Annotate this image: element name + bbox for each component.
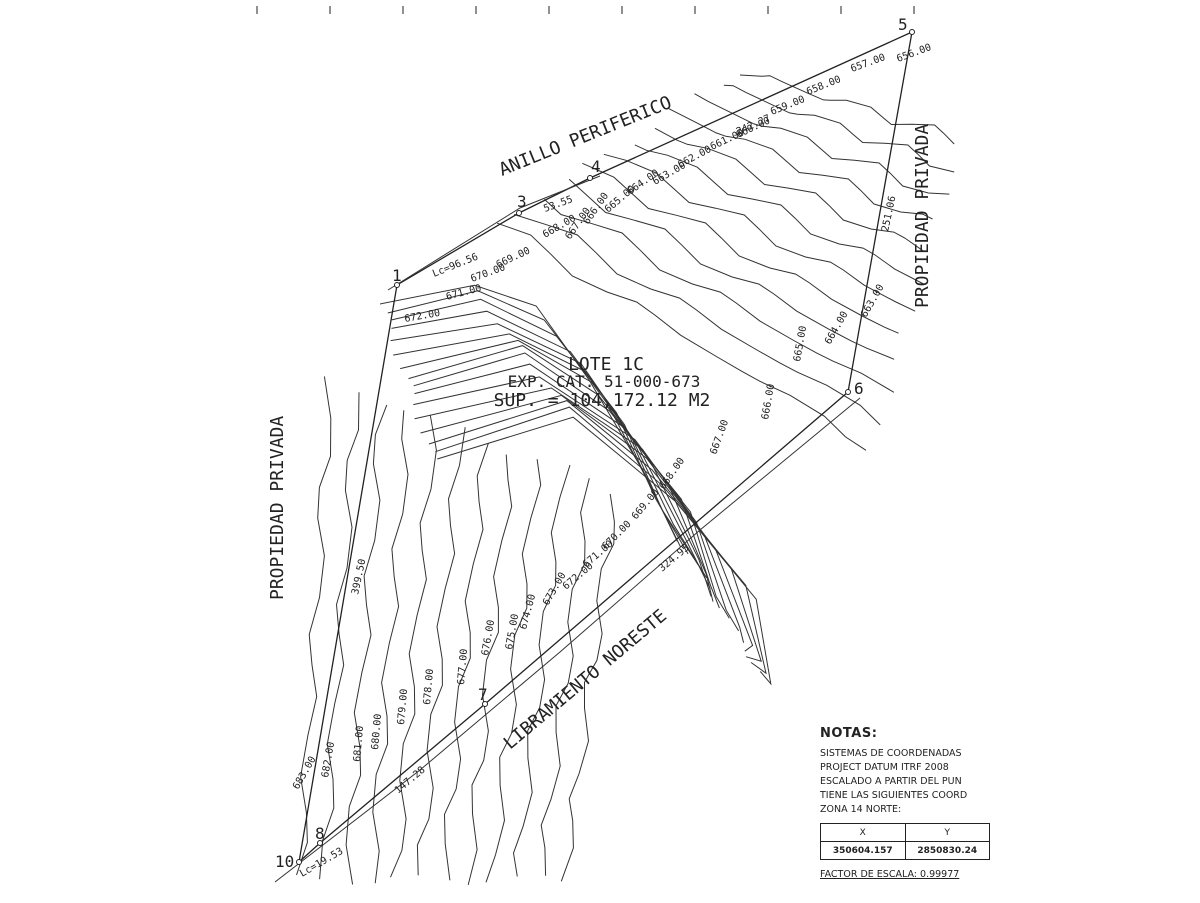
contour-line — [634, 144, 925, 285]
contour-line — [723, 84, 955, 173]
contour-elevation-label: 665.00 — [792, 325, 809, 362]
contour-line — [544, 198, 895, 393]
contour-line — [496, 222, 867, 451]
cadastral-number: EXP. CAT. 51-000-673 — [508, 372, 701, 391]
scale-factor: FACTOR DE ESCALA: 0.99977 — [820, 869, 960, 880]
contour-elevation-label: 676.00 — [480, 619, 497, 656]
coord-header-x: X — [820, 823, 906, 842]
contour-line — [372, 410, 409, 884]
contour-line — [568, 178, 895, 360]
notes-title: NOTAS: — [820, 726, 878, 741]
contour-line — [467, 454, 513, 886]
contour-elevation-label: 678.00 — [422, 668, 436, 705]
contour-elevation-label: 663.00 — [859, 283, 887, 320]
contour-line — [514, 214, 881, 426]
contour-line — [296, 376, 332, 876]
contour-elevation-label: 675.00 — [504, 613, 521, 650]
frame-ticks — [256, 6, 915, 14]
notes-panel: NOTAS: SISTEMAS DE COORDENADAS PROJECT D… — [820, 726, 990, 882]
side-label-west: PROPIEDAD PRIVADA — [267, 416, 288, 600]
contour-lines — [296, 74, 955, 886]
vertex-marker-1 — [394, 282, 400, 288]
vertex-label-1: 1 — [392, 266, 402, 285]
vertex-label-10: 10 — [275, 852, 294, 871]
contour-line — [668, 107, 933, 220]
contour-elevation-label: 657.00 — [849, 52, 887, 75]
contour-line — [654, 127, 924, 252]
contour-line — [437, 416, 772, 686]
contour-line — [485, 459, 542, 883]
contour-line — [443, 443, 489, 881]
contour-line — [540, 478, 590, 876]
vertex-label-5: 5 — [898, 15, 908, 34]
contour-line — [345, 404, 388, 885]
contour-line — [393, 333, 711, 590]
contour-line — [420, 394, 754, 652]
contour-line — [391, 298, 689, 555]
contour-line — [413, 376, 740, 632]
coord-value-y: 2850830.24 — [904, 841, 990, 860]
vertex-marker-10 — [296, 859, 302, 865]
contour-elevation-label: 681.00 — [352, 725, 366, 762]
contour-line — [390, 415, 437, 878]
vertex-marker-6 — [845, 389, 851, 395]
contour-elevation-label: 669.00 — [630, 487, 662, 522]
contour-elevation-label: 666.00 — [760, 383, 777, 420]
vertex-label-3: 3 — [517, 192, 527, 211]
vertex-label-4: 4 — [591, 157, 601, 176]
lot-name: LOTE 1C — [568, 354, 644, 375]
vertex-label-7: 7 — [478, 685, 488, 704]
contour-line — [416, 427, 466, 876]
vertex-marker-4 — [587, 175, 593, 181]
contour-line — [428, 400, 762, 662]
contour-elevation-label: 682.00 — [320, 741, 337, 778]
contour-elevation-label: 670.00 — [469, 262, 507, 285]
notes-line: ESCALADO A PARTIR DEL PUN — [820, 776, 962, 787]
contour-line — [739, 74, 955, 145]
side-label-east: PROPIEDAD PRIVADA — [912, 124, 933, 308]
contour-line — [319, 392, 360, 880]
distance-5-6: 251.06 — [880, 195, 898, 233]
contour-elevation-label: 667.00 — [708, 418, 731, 456]
vertex-label-8: 8 — [315, 824, 325, 843]
notes-line: ZONA 14 NORTE: — [820, 804, 902, 815]
contour-line — [379, 284, 678, 542]
coord-header-y: Y — [904, 823, 990, 842]
distance-7-8: 147.28 — [393, 765, 428, 797]
contour-line — [391, 310, 699, 566]
notes-line: PROJECT DATUM ITRF 2008 — [820, 762, 949, 773]
road-label-north: ANILLO PERIFERICO — [496, 92, 675, 180]
distance-6-7: 324.95 — [657, 543, 692, 575]
vertex-marker-3 — [516, 210, 522, 216]
contour-line — [560, 493, 615, 882]
notes-line: TIENE LAS SIGUIENTES COORD — [820, 790, 968, 801]
contour-elevation-label: 677.00 — [456, 648, 470, 685]
contour-line — [582, 162, 899, 334]
vertex-label-6: 6 — [854, 379, 864, 398]
vertex-marker-7 — [482, 701, 488, 707]
contour-line — [694, 93, 950, 195]
notes-line: SISTEMAS DE COORDENADAS — [820, 748, 962, 759]
vertex-marker-5 — [909, 29, 915, 35]
contour-line — [414, 387, 745, 643]
contour-line — [400, 339, 712, 597]
contour-line — [603, 153, 916, 312]
lot-area: SUP. = 104,172.12 M2 — [494, 390, 711, 411]
contour-elevation-label: 656.00 — [895, 42, 933, 65]
road-edge-north — [387, 175, 601, 291]
contour-elevation-label: 679.00 — [396, 688, 410, 725]
coordinates-table: X Y 350604.157 2850830.24 — [820, 823, 990, 860]
contour-elevation-label: 668.00 — [657, 456, 687, 492]
coord-value-x: 350604.157 — [820, 841, 906, 860]
contour-elevation-label: 680.00 — [370, 713, 384, 750]
road-edge-south — [274, 397, 861, 883]
vertex-marker-8 — [317, 840, 323, 846]
contour-line — [512, 464, 571, 877]
contour-elevation-label: 674.00 — [518, 593, 538, 631]
